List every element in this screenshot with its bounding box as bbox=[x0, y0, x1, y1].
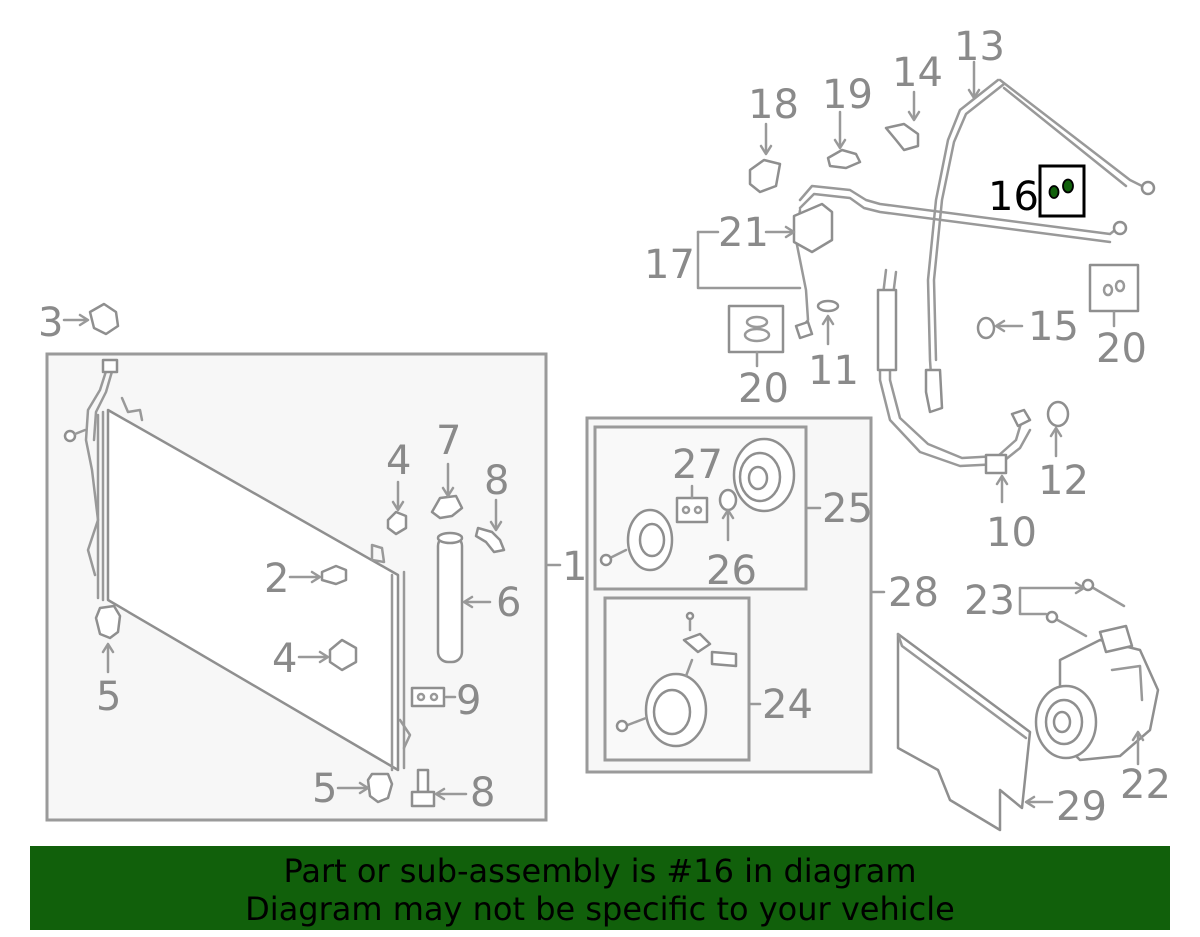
part-5-mount-lower bbox=[366, 772, 394, 804]
callout-11: 11 bbox=[808, 348, 859, 394]
part-5-mount-upper bbox=[94, 604, 122, 640]
part-16-oring-set-highlighted bbox=[1038, 164, 1086, 218]
part-4-bushing-lower bbox=[328, 638, 358, 672]
part-24-field-coil bbox=[615, 611, 738, 748]
part-8-bolt-lower bbox=[410, 768, 436, 808]
callout-14: 14 bbox=[892, 50, 943, 96]
callout-17: 17 bbox=[644, 242, 695, 288]
callout-27: 27 bbox=[672, 442, 723, 488]
callout-28: 28 bbox=[888, 570, 939, 616]
part-20-oring-set-left bbox=[727, 304, 785, 354]
part-22-compressor bbox=[1034, 624, 1160, 762]
part-7-clamp bbox=[430, 494, 464, 520]
callout-19: 19 bbox=[822, 72, 873, 118]
part-12-oring bbox=[1046, 400, 1070, 428]
leader-lines-compressor-right bbox=[1018, 581, 1145, 809]
part-29-shield bbox=[896, 632, 1032, 832]
part-3-cap bbox=[88, 302, 120, 336]
callout-23: 23 bbox=[964, 578, 1015, 624]
callout-10: 10 bbox=[986, 510, 1037, 556]
callout-20-right: 20 bbox=[1096, 326, 1147, 372]
callout-7: 7 bbox=[436, 418, 461, 464]
part-4-bushing-upper bbox=[386, 510, 408, 536]
leader-lines-hoses bbox=[696, 60, 1116, 504]
callout-24: 24 bbox=[762, 682, 813, 728]
part-27-shims bbox=[675, 496, 709, 524]
part-17-liquid-line bbox=[792, 184, 1128, 340]
part-25-pulley bbox=[732, 437, 796, 513]
callout-4-upper: 4 bbox=[386, 438, 411, 484]
part-8-bolt-upper bbox=[474, 526, 506, 554]
callout-5-upper: 5 bbox=[96, 674, 121, 720]
part-13-discharge-hose bbox=[924, 78, 1156, 414]
callout-9: 9 bbox=[456, 678, 481, 724]
part-26-snap-ring bbox=[718, 488, 738, 512]
clutch-hub bbox=[599, 508, 674, 572]
callout-1: 1 bbox=[562, 544, 587, 590]
part-19-clip bbox=[826, 148, 862, 170]
part-15-oring bbox=[976, 316, 996, 340]
callout-12: 12 bbox=[1038, 458, 1089, 504]
callout-6: 6 bbox=[496, 580, 521, 626]
banner-line-part: Part or sub-assembly is #16 in diagram bbox=[283, 852, 917, 890]
callout-5-lower: 5 bbox=[312, 766, 337, 812]
part-2-bolt bbox=[320, 564, 348, 586]
part-18-valve bbox=[748, 158, 782, 194]
leader-lines-compressor bbox=[690, 484, 886, 706]
callout-4-lower: 4 bbox=[272, 636, 297, 682]
banner-line-disclaimer: Diagram may not be specific to your vehi… bbox=[245, 890, 955, 928]
callout-18: 18 bbox=[748, 82, 799, 128]
parts-diagram: 1 2 3 4 4 5 5 6 7 8 8 9 10 11 12 13 14 1… bbox=[38, 24, 1171, 832]
callout-25: 25 bbox=[822, 486, 873, 532]
part-9-orings bbox=[410, 686, 446, 708]
callout-15: 15 bbox=[1028, 304, 1079, 350]
callout-21: 21 bbox=[718, 210, 769, 256]
callout-26: 26 bbox=[706, 548, 757, 594]
leader-lines-condenser bbox=[62, 313, 562, 801]
part-6-receiver-drier bbox=[436, 531, 464, 664]
part-23-bolts bbox=[1045, 578, 1126, 638]
callout-22: 22 bbox=[1120, 762, 1171, 808]
callout-13: 13 bbox=[954, 24, 1005, 70]
part-20-oring-set-right bbox=[1088, 263, 1140, 313]
part-14-switch bbox=[884, 122, 920, 152]
callout-29: 29 bbox=[1056, 784, 1107, 830]
callout-3: 3 bbox=[38, 300, 63, 346]
callout-16: 16 bbox=[988, 174, 1039, 220]
callout-8-lower: 8 bbox=[470, 770, 495, 816]
callout-20-left: 20 bbox=[738, 366, 789, 412]
callout-2: 2 bbox=[264, 556, 289, 602]
condenser-bolt-small bbox=[63, 428, 87, 443]
info-banner: Part or sub-assembly is #16 in diagram D… bbox=[30, 846, 1170, 930]
part-11-oring bbox=[816, 299, 840, 313]
callout-8-upper: 8 bbox=[484, 458, 509, 504]
part-10-suction-hose bbox=[876, 268, 1032, 475]
condenser-core bbox=[84, 358, 412, 772]
